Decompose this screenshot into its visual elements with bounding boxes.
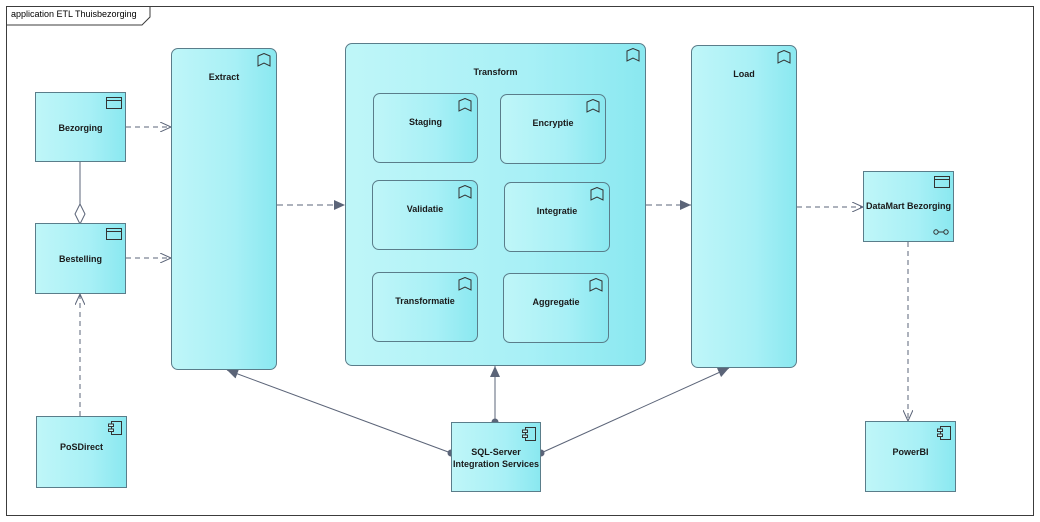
step-aggregatie[interactable]: Aggregatie bbox=[503, 273, 609, 343]
function-icon bbox=[626, 48, 640, 62]
aggregatie-label: Aggregatie bbox=[532, 297, 580, 307]
integratie-label: Integratie bbox=[536, 206, 578, 216]
component-icon bbox=[937, 426, 951, 440]
component-icon bbox=[108, 421, 122, 435]
stage-extract[interactable]: Extract bbox=[171, 48, 277, 370]
function-icon bbox=[458, 185, 472, 199]
step-staging[interactable]: Staging bbox=[373, 93, 478, 163]
function-icon bbox=[589, 278, 603, 292]
assign-ssis-extract bbox=[226, 369, 452, 454]
bezorging-label: Bezorging bbox=[58, 123, 103, 133]
data-object-icon bbox=[934, 176, 950, 188]
stage-load[interactable]: Load bbox=[691, 45, 797, 368]
diagram-frame bbox=[6, 6, 1034, 516]
step-transformatie[interactable]: Transformatie bbox=[372, 272, 478, 342]
function-icon bbox=[777, 50, 791, 64]
validatie-label: Validatie bbox=[406, 204, 444, 214]
extract-label: Extract bbox=[208, 72, 240, 82]
step-validatie[interactable]: Validatie bbox=[372, 180, 478, 250]
assign-ssis-load bbox=[540, 367, 730, 454]
function-icon bbox=[458, 277, 472, 291]
diagram-title: application ETL Thuisbezorging bbox=[11, 9, 137, 19]
posdirect-label: PoSDirect bbox=[59, 442, 103, 452]
load-label: Load bbox=[733, 69, 755, 79]
function-icon bbox=[257, 53, 271, 67]
aggregation-diamond bbox=[74, 202, 86, 226]
function-icon bbox=[586, 99, 600, 113]
data-object-datamart[interactable]: DataMart Bezorging bbox=[863, 171, 954, 242]
ssis-label-line2: Integration Services bbox=[452, 459, 540, 469]
interface-icon bbox=[933, 229, 949, 235]
powerbi-label: PowerBI bbox=[892, 447, 929, 457]
encryptie-label: Encryptie bbox=[532, 118, 574, 128]
component-icon bbox=[522, 427, 536, 441]
component-powerbi[interactable]: PowerBI bbox=[865, 421, 956, 492]
function-icon bbox=[458, 98, 472, 112]
function-icon bbox=[590, 187, 604, 201]
step-encryptie[interactable]: Encryptie bbox=[500, 94, 606, 164]
transform-label: Transform bbox=[473, 67, 518, 77]
ssis-label-line1: SQL-Server bbox=[471, 447, 521, 457]
data-object-bezorging[interactable]: Bezorging bbox=[35, 92, 126, 162]
transformatie-label: Transformatie bbox=[395, 296, 455, 306]
component-ssis[interactable]: SQL-Server Integration Services bbox=[451, 422, 541, 492]
data-object-icon bbox=[106, 228, 122, 240]
datamart-label: DataMart Bezorging bbox=[865, 201, 951, 211]
bestelling-label: Bestelling bbox=[58, 254, 102, 264]
step-integratie[interactable]: Integratie bbox=[504, 182, 610, 252]
data-object-icon bbox=[106, 97, 122, 109]
component-posdirect[interactable]: PoSDirect bbox=[36, 416, 127, 488]
staging-label: Staging bbox=[409, 117, 442, 127]
data-object-bestelling[interactable]: Bestelling bbox=[35, 223, 126, 294]
